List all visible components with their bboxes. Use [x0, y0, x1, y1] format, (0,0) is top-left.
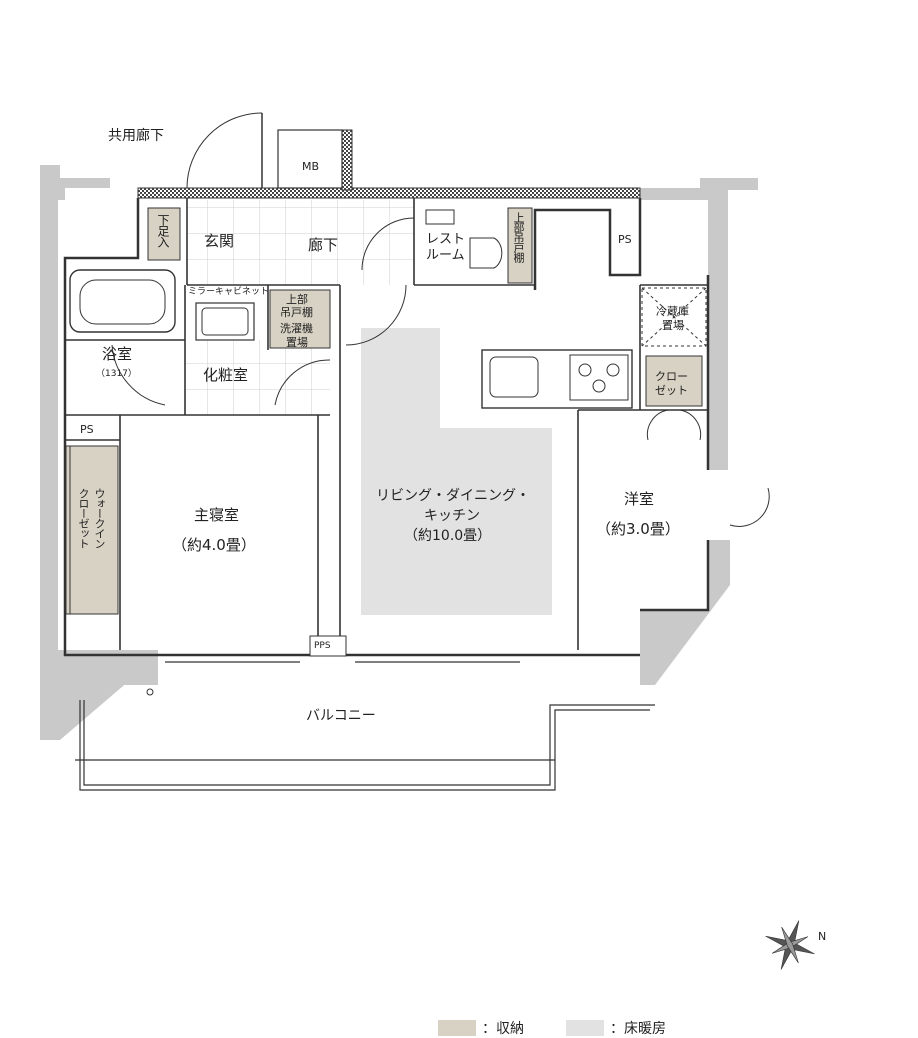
kitchen-counter — [481, 349, 633, 409]
label-ps-top: PS — [618, 233, 632, 246]
powder-room-tiles — [185, 340, 330, 415]
label-mb: MB — [302, 160, 320, 173]
label-shoe-storage: 下足入 — [156, 214, 170, 247]
label-mirror-cabinet: ミラーキャビネット — [188, 287, 270, 297]
balcony-outline — [75, 700, 655, 791]
legend-storage-swatch — [438, 1020, 476, 1036]
label-hallway: 廊下 — [308, 236, 339, 254]
closet-storage — [645, 355, 703, 407]
label-closet-1: クロー — [655, 370, 688, 383]
label-washer-1: 洗濯機 — [280, 322, 313, 335]
label-washer-2: 置場 — [286, 336, 308, 349]
label-western-room-size: （約3.0畳） — [596, 520, 680, 538]
washbasin — [195, 302, 255, 341]
interior-partitions — [65, 198, 708, 650]
label-bath: 浴室 — [102, 345, 133, 363]
upper-cabinet-washer — [269, 289, 331, 349]
entrance-hall-tiles — [187, 200, 414, 285]
compass-north-label: N — [818, 930, 827, 943]
label-ldk-size: （約10.0畳） — [404, 528, 492, 544]
legend-storage: ：収納 — [438, 1018, 524, 1038]
label-powder-room: 化粧室 — [203, 366, 249, 384]
label-pps: PPS — [314, 641, 331, 651]
pps-box — [309, 635, 347, 657]
shoe-storage — [147, 207, 181, 261]
legend-floor-heating-label: ：床暖房 — [610, 1021, 666, 1037]
kitchen-sink — [489, 356, 539, 398]
label-closet-2: ゼット — [655, 384, 688, 397]
legend-floor-heating: ：床暖房 — [566, 1018, 666, 1038]
window-sashes — [165, 654, 630, 663]
floor-heating-zone — [361, 328, 552, 615]
label-ldk-2: キッチン — [424, 508, 480, 524]
label-balcony: バルコニー — [306, 708, 376, 724]
mb-box — [277, 129, 343, 189]
label-upper-cabinet-2b: 吊戸棚 — [280, 306, 313, 319]
label-bath-size: （1317） — [96, 369, 137, 379]
label-restroom-1: レスト — [426, 232, 466, 247]
toilet — [425, 209, 503, 269]
walk-in-closet-storage — [65, 445, 119, 615]
exterior-wall-top — [137, 187, 641, 199]
upper-cabinet-restroom — [507, 207, 533, 284]
label-upper-cabinet-2a: 上部 — [286, 293, 308, 306]
compass-rose-icon — [765, 920, 815, 970]
label-fridge-2: 置場 — [662, 319, 684, 332]
label-ps-left: PS — [80, 423, 94, 436]
label-western-room: 洋室 — [624, 490, 655, 508]
legend-storage-label: ：収納 — [482, 1021, 524, 1037]
label-master-bedroom: 主寝室 — [194, 506, 240, 524]
label-restroom-2: ルーム — [426, 248, 465, 263]
entry-door-swing — [186, 112, 263, 189]
cooktop-icon — [569, 354, 629, 401]
label-common-corridor: 共用廊下 — [108, 128, 164, 144]
label-fridge-1: 冷蔵庫 — [656, 305, 689, 318]
label-walk-in-1: ウォークイン — [93, 488, 106, 548]
label-upper-cabinet-restroom: 上部吊戸棚 — [512, 212, 525, 262]
label-ldk-1: リビング・ダイニング・ — [376, 488, 530, 504]
bathtub — [69, 269, 176, 333]
interior-door-arcs — [111, 217, 770, 527]
mb-hatch-right — [341, 129, 353, 191]
label-walk-in-2: クローゼット — [77, 488, 90, 548]
structural-wall-right-lower — [640, 540, 730, 685]
legend-floor-heating-swatch — [566, 1020, 604, 1036]
label-master-bedroom-size: （約4.0畳） — [172, 536, 256, 554]
label-entrance: 玄関 — [204, 232, 235, 250]
fridge-place — [641, 287, 707, 347]
